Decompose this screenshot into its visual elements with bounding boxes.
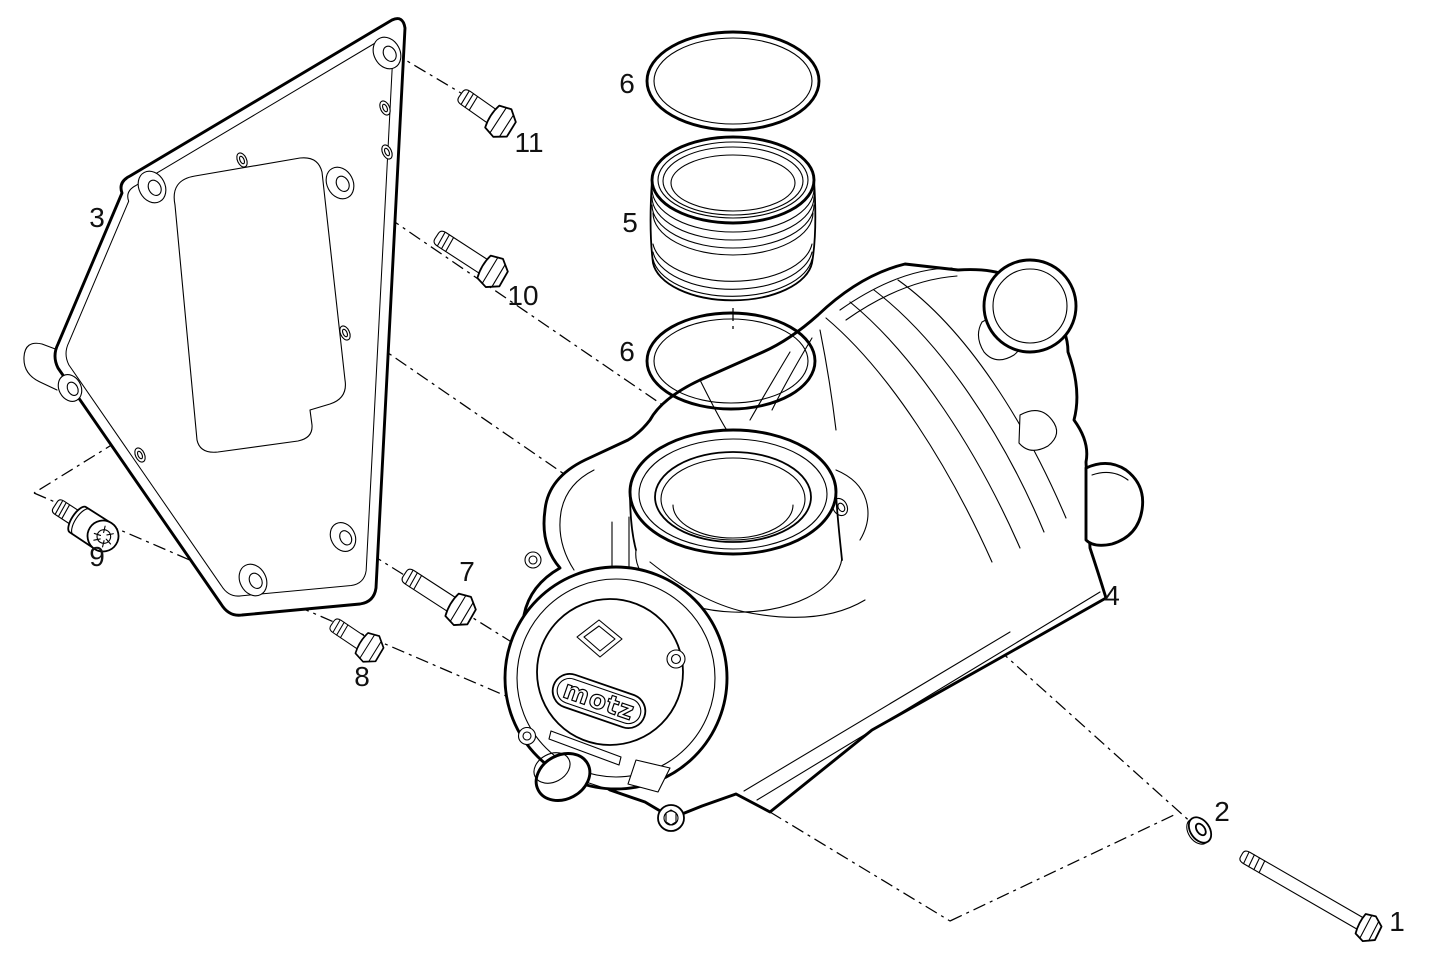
cover-strip-lines [548,730,622,791]
housing-right-line [835,469,869,541]
hex-bolt-8 [323,609,390,669]
o-ring-lower [645,311,817,411]
plate-cutout [173,157,346,453]
pump-housing: motz [503,258,1145,832]
callout-1: 1 [1389,906,1405,937]
o-ring-upper [645,30,821,132]
cover-facet [627,759,671,793]
bottom-band-lines [743,591,1101,801]
washer-2 [1186,816,1213,845]
callout-9: 9 [89,541,105,572]
mounting-plate [23,17,407,617]
callout-7: 7 [459,556,475,587]
hex-bolt-11 [450,79,523,145]
outlet-stub [1084,462,1145,547]
callout-6-upper: 6 [619,68,635,99]
housing-ribs [749,267,1067,563]
callout-6-lower: 6 [619,336,635,367]
callout-8: 8 [354,661,370,692]
callout-4: 4 [1104,580,1120,611]
callout-labels: 1 2 3 4 5 6 6 7 8 9 10 11 [89,68,1405,937]
plate-tab [23,342,59,391]
callout-11: 11 [514,127,543,158]
cover-top-tab [576,619,623,658]
plate-slot-holes [134,100,393,463]
cylinder-bore-collar [611,428,843,613]
cover-rim-screws [517,551,686,746]
socket-head-screw-9 [51,499,120,553]
bottom-hex-boss [657,804,685,832]
plate-bolt-holes [57,36,402,597]
callout-3: 3 [89,202,105,233]
hex-bolt-10 [427,220,514,294]
callout-5: 5 [622,207,638,238]
cylinder-sleeve [649,135,817,302]
callout-2: 2 [1214,796,1230,827]
long-hex-bolt-1 [1233,841,1387,948]
top-port [982,258,1078,354]
ear-boss-lower [1018,409,1058,451]
foot-boss [533,752,592,802]
front-cover: motz [503,551,729,832]
housing-face-edge [559,469,595,571]
callout-10: 10 [507,280,538,311]
